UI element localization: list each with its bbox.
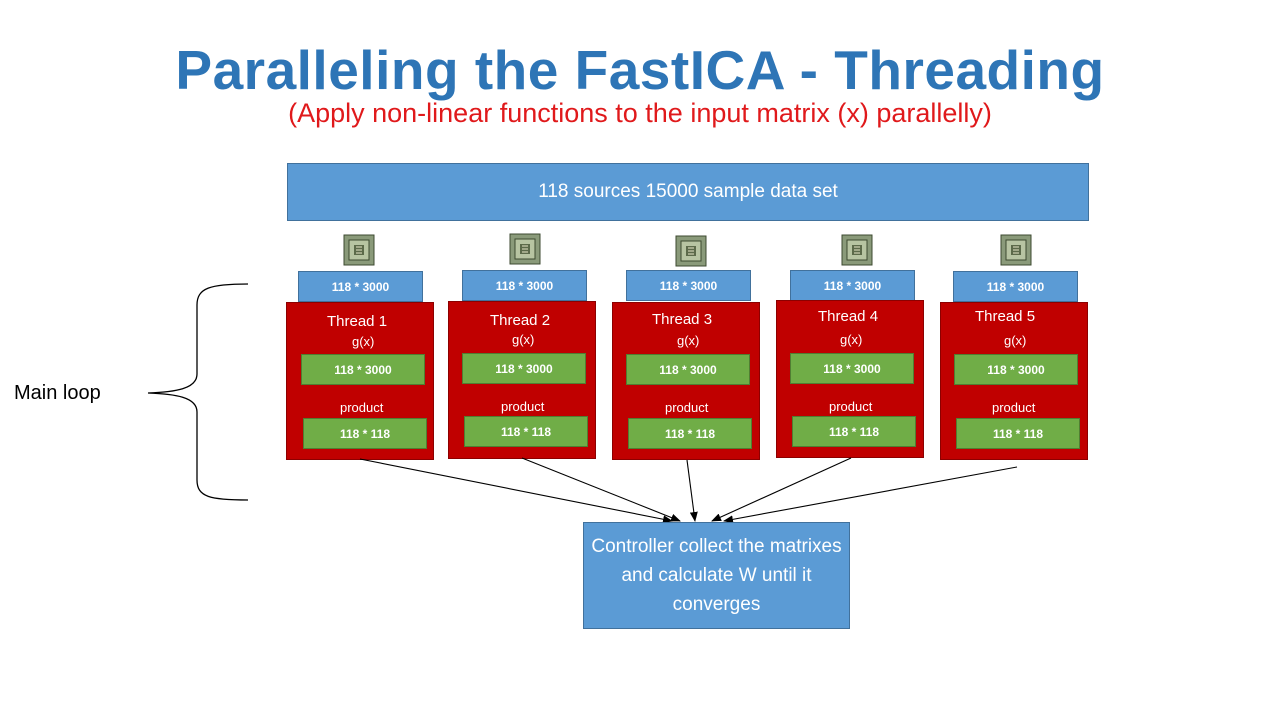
dataset-box: 118 sources 15000 sample data set — [287, 163, 1089, 221]
thread-5-product-box: 118 * 118 — [956, 418, 1080, 449]
cpu-chip-icon — [675, 235, 707, 267]
arrow-thread-5 — [723, 466, 1018, 524]
slide-title: Paralleling the FastICA - Threading — [175, 39, 1105, 101]
thread-4-g-label: g(x) — [840, 332, 863, 347]
thread-2-label: Thread 2 — [490, 312, 551, 329]
thread-4-input-box: 118 * 3000 — [790, 270, 915, 301]
thread-1-product-label: product — [340, 400, 384, 415]
thread-2-box: Thread 2 g(x) 118 * 3000 product 118 * 1… — [448, 301, 596, 459]
cpu-chip-icon — [1000, 234, 1032, 266]
controller-box: Controller collect the matrixes and calc… — [583, 522, 850, 629]
thread-3-label: Thread 3 — [652, 311, 713, 328]
thread-2-product-box: 118 * 118 — [464, 416, 588, 447]
thread-1-box: Thread 1 g(x) 118 * 3000 product 118 * 1… — [286, 302, 434, 460]
thread-3-product-label: product — [665, 400, 709, 415]
thread-1-g-label: g(x) — [352, 334, 375, 349]
thread-4-product-box: 118 * 118 — [792, 416, 916, 447]
thread-3-product-box: 118 * 118 — [628, 418, 752, 449]
thread-5-label: Thread 5 — [975, 308, 1036, 325]
arrow-thread-4 — [711, 457, 852, 522]
thread-2-product-label: product — [501, 399, 545, 414]
thread-4-box: Thread 4 g(x) 118 * 3000 product 118 * 1… — [776, 300, 924, 458]
thread-2-g-label: g(x) — [512, 332, 535, 347]
arrow-thread-3 — [686, 459, 698, 522]
arrow-thread-1 — [359, 458, 673, 524]
thread-1-g-box: 118 * 3000 — [301, 354, 425, 385]
thread-3-g-label: g(x) — [677, 333, 700, 348]
thread-4-label: Thread 4 — [818, 308, 879, 325]
slide-subtitle: (Apply non-linear functions to the input… — [288, 98, 992, 128]
thread-4-product-label: product — [829, 399, 873, 414]
thread-1-input-box: 118 * 3000 — [298, 271, 423, 302]
thread-1-product-box: 118 * 118 — [303, 418, 427, 449]
thread-5-g-label: g(x) — [1004, 333, 1027, 348]
thread-3-input-box: 118 * 3000 — [626, 270, 751, 301]
thread-5-box: Thread 5 g(x) 118 * 3000 product 118 * 1… — [940, 302, 1088, 460]
cpu-chip-icon — [343, 234, 375, 266]
thread-3-g-box: 118 * 3000 — [626, 354, 750, 385]
thread-5-input-box: 118 * 3000 — [953, 271, 1078, 302]
thread-1-label: Thread 1 — [327, 313, 388, 330]
arrow-thread-2 — [521, 457, 681, 522]
thread-3-box: Thread 3 g(x) 118 * 3000 product 118 * 1… — [612, 302, 760, 460]
main-loop-brace — [147, 283, 249, 501]
thread-5-product-label: product — [992, 400, 1036, 415]
thread-5-g-box: 118 * 3000 — [954, 354, 1078, 385]
cpu-chip-icon — [841, 234, 873, 266]
thread-4-g-box: 118 * 3000 — [790, 353, 914, 384]
thread-2-input-box: 118 * 3000 — [462, 270, 587, 301]
thread-2-g-box: 118 * 3000 — [462, 353, 586, 384]
main-loop-label: Main loop — [14, 382, 101, 404]
cpu-chip-icon — [509, 233, 541, 265]
